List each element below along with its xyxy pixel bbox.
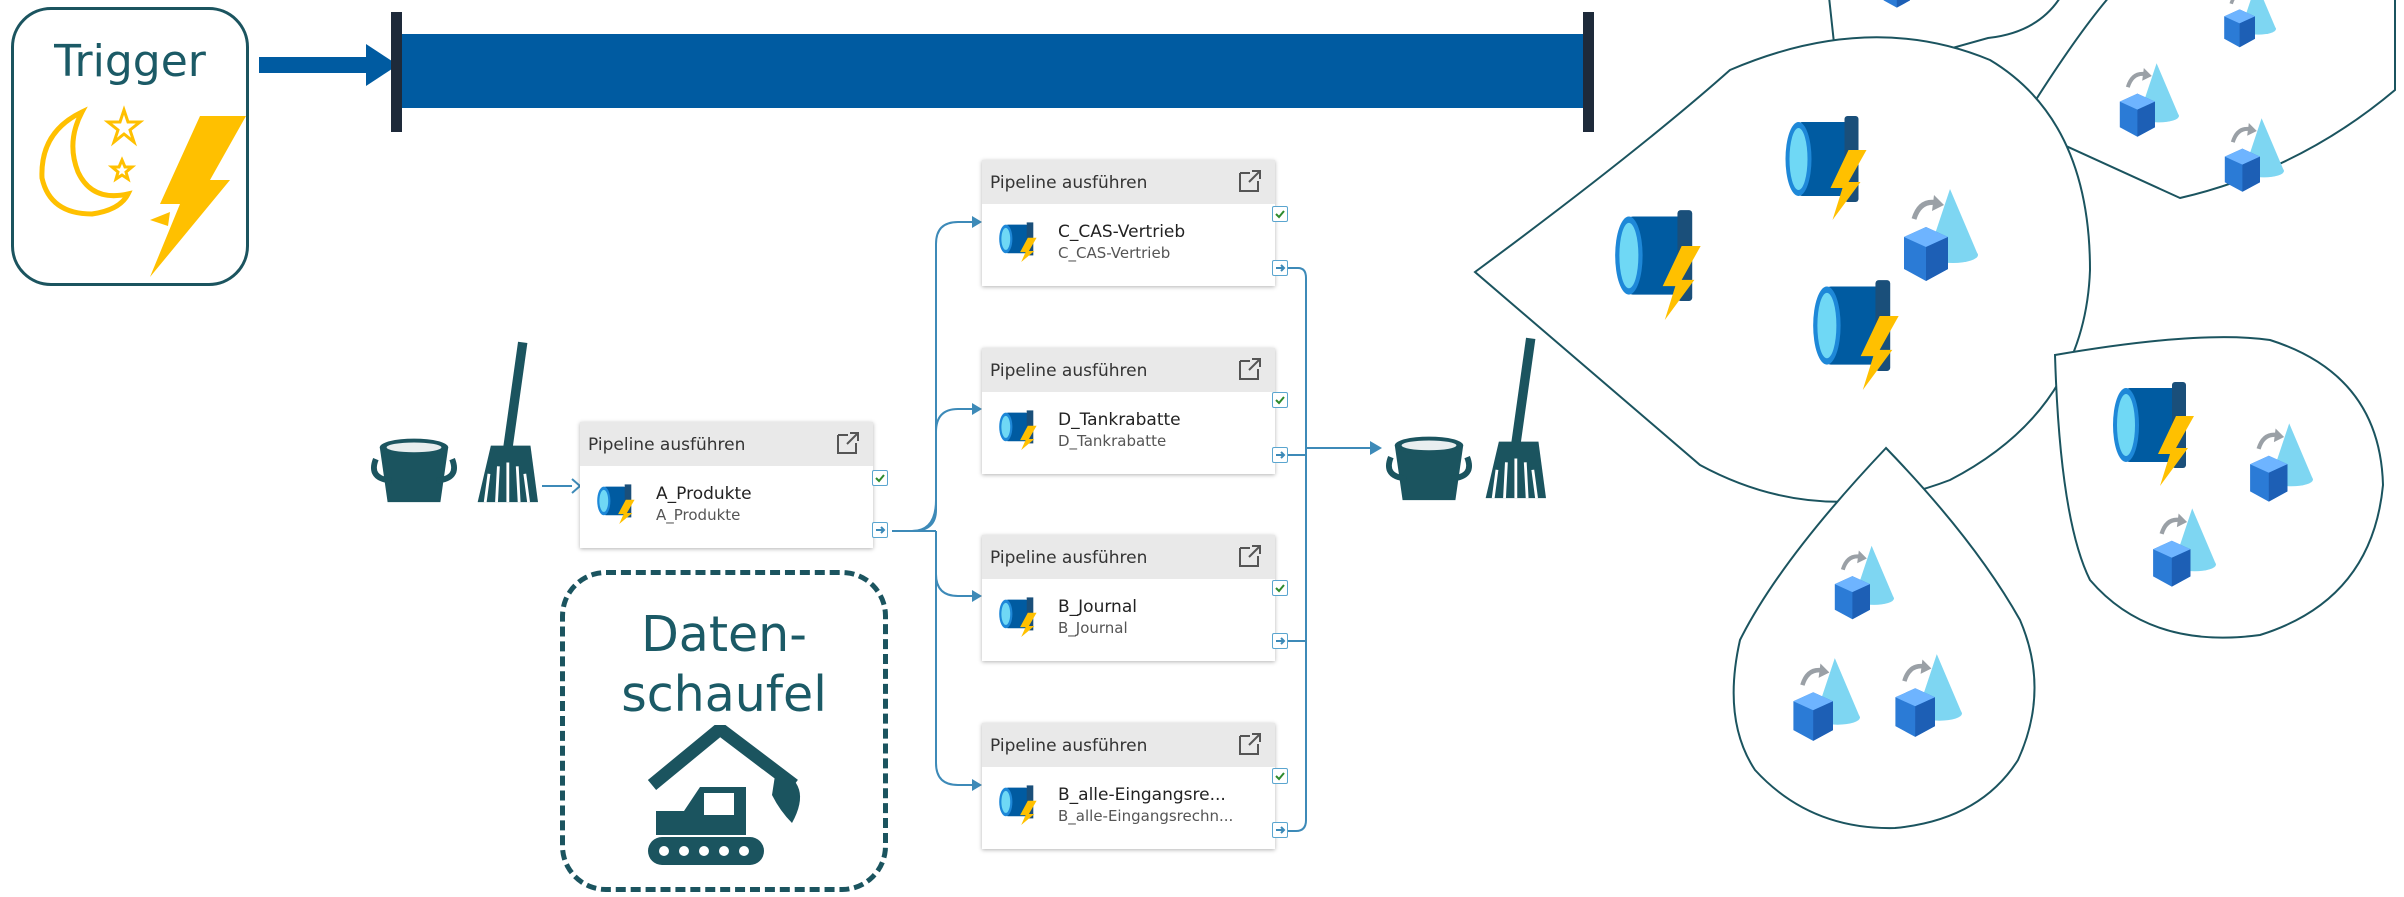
cleanup-icon-left [374, 340, 538, 504]
pipeline-name: D_Tankrabatte [1058, 410, 1181, 430]
external-link-icon[interactable] [1237, 731, 1263, 757]
night-trigger-icon [39, 105, 246, 277]
pipeline-card-b-journal[interactable]: Pipeline ausführen B_Journal B_Journal [982, 535, 1275, 661]
trigger-label: Trigger [54, 36, 206, 87]
external-link-icon[interactable] [1237, 356, 1263, 382]
completion-port[interactable] [1272, 260, 1288, 276]
broom-icon [476, 340, 538, 504]
card-title: Pipeline ausführen [990, 736, 1148, 756]
data-shovel-line2: schaufel [621, 666, 827, 723]
broom-icon [1484, 336, 1546, 500]
arrow-right-icon [1276, 264, 1286, 272]
trigger-box: Trigger [11, 7, 249, 286]
data-shovel-label: Daten- schaufel [565, 605, 883, 725]
card-header: Pipeline ausführen [982, 723, 1275, 767]
pipeline-name: B_alle-Eingangsre... [1058, 785, 1226, 805]
star-icon [103, 105, 145, 147]
pipeline-card-b-alle-eingangsrechnungen[interactable]: Pipeline ausführen B_alle-Eingangsre... … [982, 723, 1275, 849]
completion-port[interactable] [1272, 822, 1288, 838]
lightning-icon [150, 116, 246, 277]
cleanup-icon-right [1389, 336, 1546, 501]
pipeline-card-a-produkte[interactable]: Pipeline ausführen A_Produkte A_Produkte [580, 422, 873, 548]
connector-a-to-bj [935, 531, 980, 597]
check-icon [1275, 584, 1285, 593]
excavator-icon [647, 725, 801, 865]
drop-bottom [1732, 446, 2036, 830]
connector-a-to-d [911, 408, 980, 532]
pipeline-subtitle: B_Journal [1058, 619, 1128, 637]
completion-port[interactable] [872, 522, 888, 538]
check-icon [1275, 210, 1285, 219]
external-link-icon[interactable] [1237, 543, 1263, 569]
success-port[interactable] [1272, 392, 1288, 408]
pipeline-subtitle: C_CAS-Vertrieb [1058, 244, 1171, 262]
pipeline-subtitle: A_Produkte [656, 506, 741, 524]
bucket-icon [374, 439, 454, 503]
pipe-icon [999, 785, 1037, 825]
pipeline-name: B_Journal [1058, 597, 1137, 617]
data-shovel-line1: Daten- [641, 606, 807, 663]
external-link-icon[interactable] [1237, 168, 1263, 194]
star-icon [107, 156, 137, 183]
arrow-right-icon [1276, 637, 1286, 645]
arrow-right-icon [571, 478, 582, 494]
connector-merge [1288, 267, 1307, 832]
success-port[interactable] [872, 470, 888, 486]
connectors [542, 221, 1370, 832]
pipeline-subtitle: D_Tankrabatte [1058, 432, 1167, 450]
check-icon [875, 474, 885, 483]
pipeline-name: C_CAS-Vertrieb [1058, 222, 1186, 242]
success-port[interactable] [1272, 580, 1288, 596]
data-shovel-box: Daten- schaufel [560, 570, 888, 892]
pipe-icon [597, 484, 635, 524]
card-title: Pipeline ausführen [990, 361, 1148, 381]
card-title: Pipeline ausführen [990, 173, 1148, 193]
card-header: Pipeline ausführen [580, 422, 873, 466]
card-header: Pipeline ausführen [982, 348, 1275, 392]
card-header: Pipeline ausführen [982, 535, 1275, 579]
drop-top-right [2018, 0, 2396, 200]
pipe-icon [999, 410, 1037, 450]
pipeline-bar [391, 12, 1594, 132]
pipeline-card-d-tankrabatte[interactable]: Pipeline ausführen D_Tankrabatte D_Tankr… [982, 348, 1275, 474]
pipeline-name: A_Produkte [656, 484, 752, 504]
check-icon [1275, 396, 1285, 405]
connector-a-to-c [911, 221, 980, 532]
pipeline-card-c-cas-vertrieb[interactable]: Pipeline ausführen C_CAS-Vertrieb C_CAS-… [982, 160, 1275, 286]
moon-icon [39, 106, 133, 217]
card-header: Pipeline ausführen [982, 160, 1275, 204]
arrow-right-icon [1276, 451, 1286, 459]
pipe-icon [999, 222, 1037, 262]
card-title: Pipeline ausführen [990, 548, 1148, 568]
card-title: Pipeline ausführen [588, 435, 746, 455]
bucket-icon [1389, 437, 1469, 501]
pipeline-subtitle: B_alle-Eingangsrechn... [1058, 807, 1234, 825]
trigger-arrow [259, 44, 398, 86]
success-port[interactable] [1272, 206, 1288, 222]
success-port[interactable] [1272, 768, 1288, 784]
completion-port[interactable] [1272, 447, 1288, 463]
arrow-right-icon [876, 526, 886, 534]
completion-port[interactable] [1272, 633, 1288, 649]
pipe-icon [999, 597, 1037, 637]
arrow-right-icon [1276, 826, 1286, 834]
drop-right [2053, 336, 2385, 639]
connector-a-to-ba [935, 560, 980, 786]
external-link-icon[interactable] [835, 430, 861, 456]
check-icon [1275, 772, 1285, 781]
